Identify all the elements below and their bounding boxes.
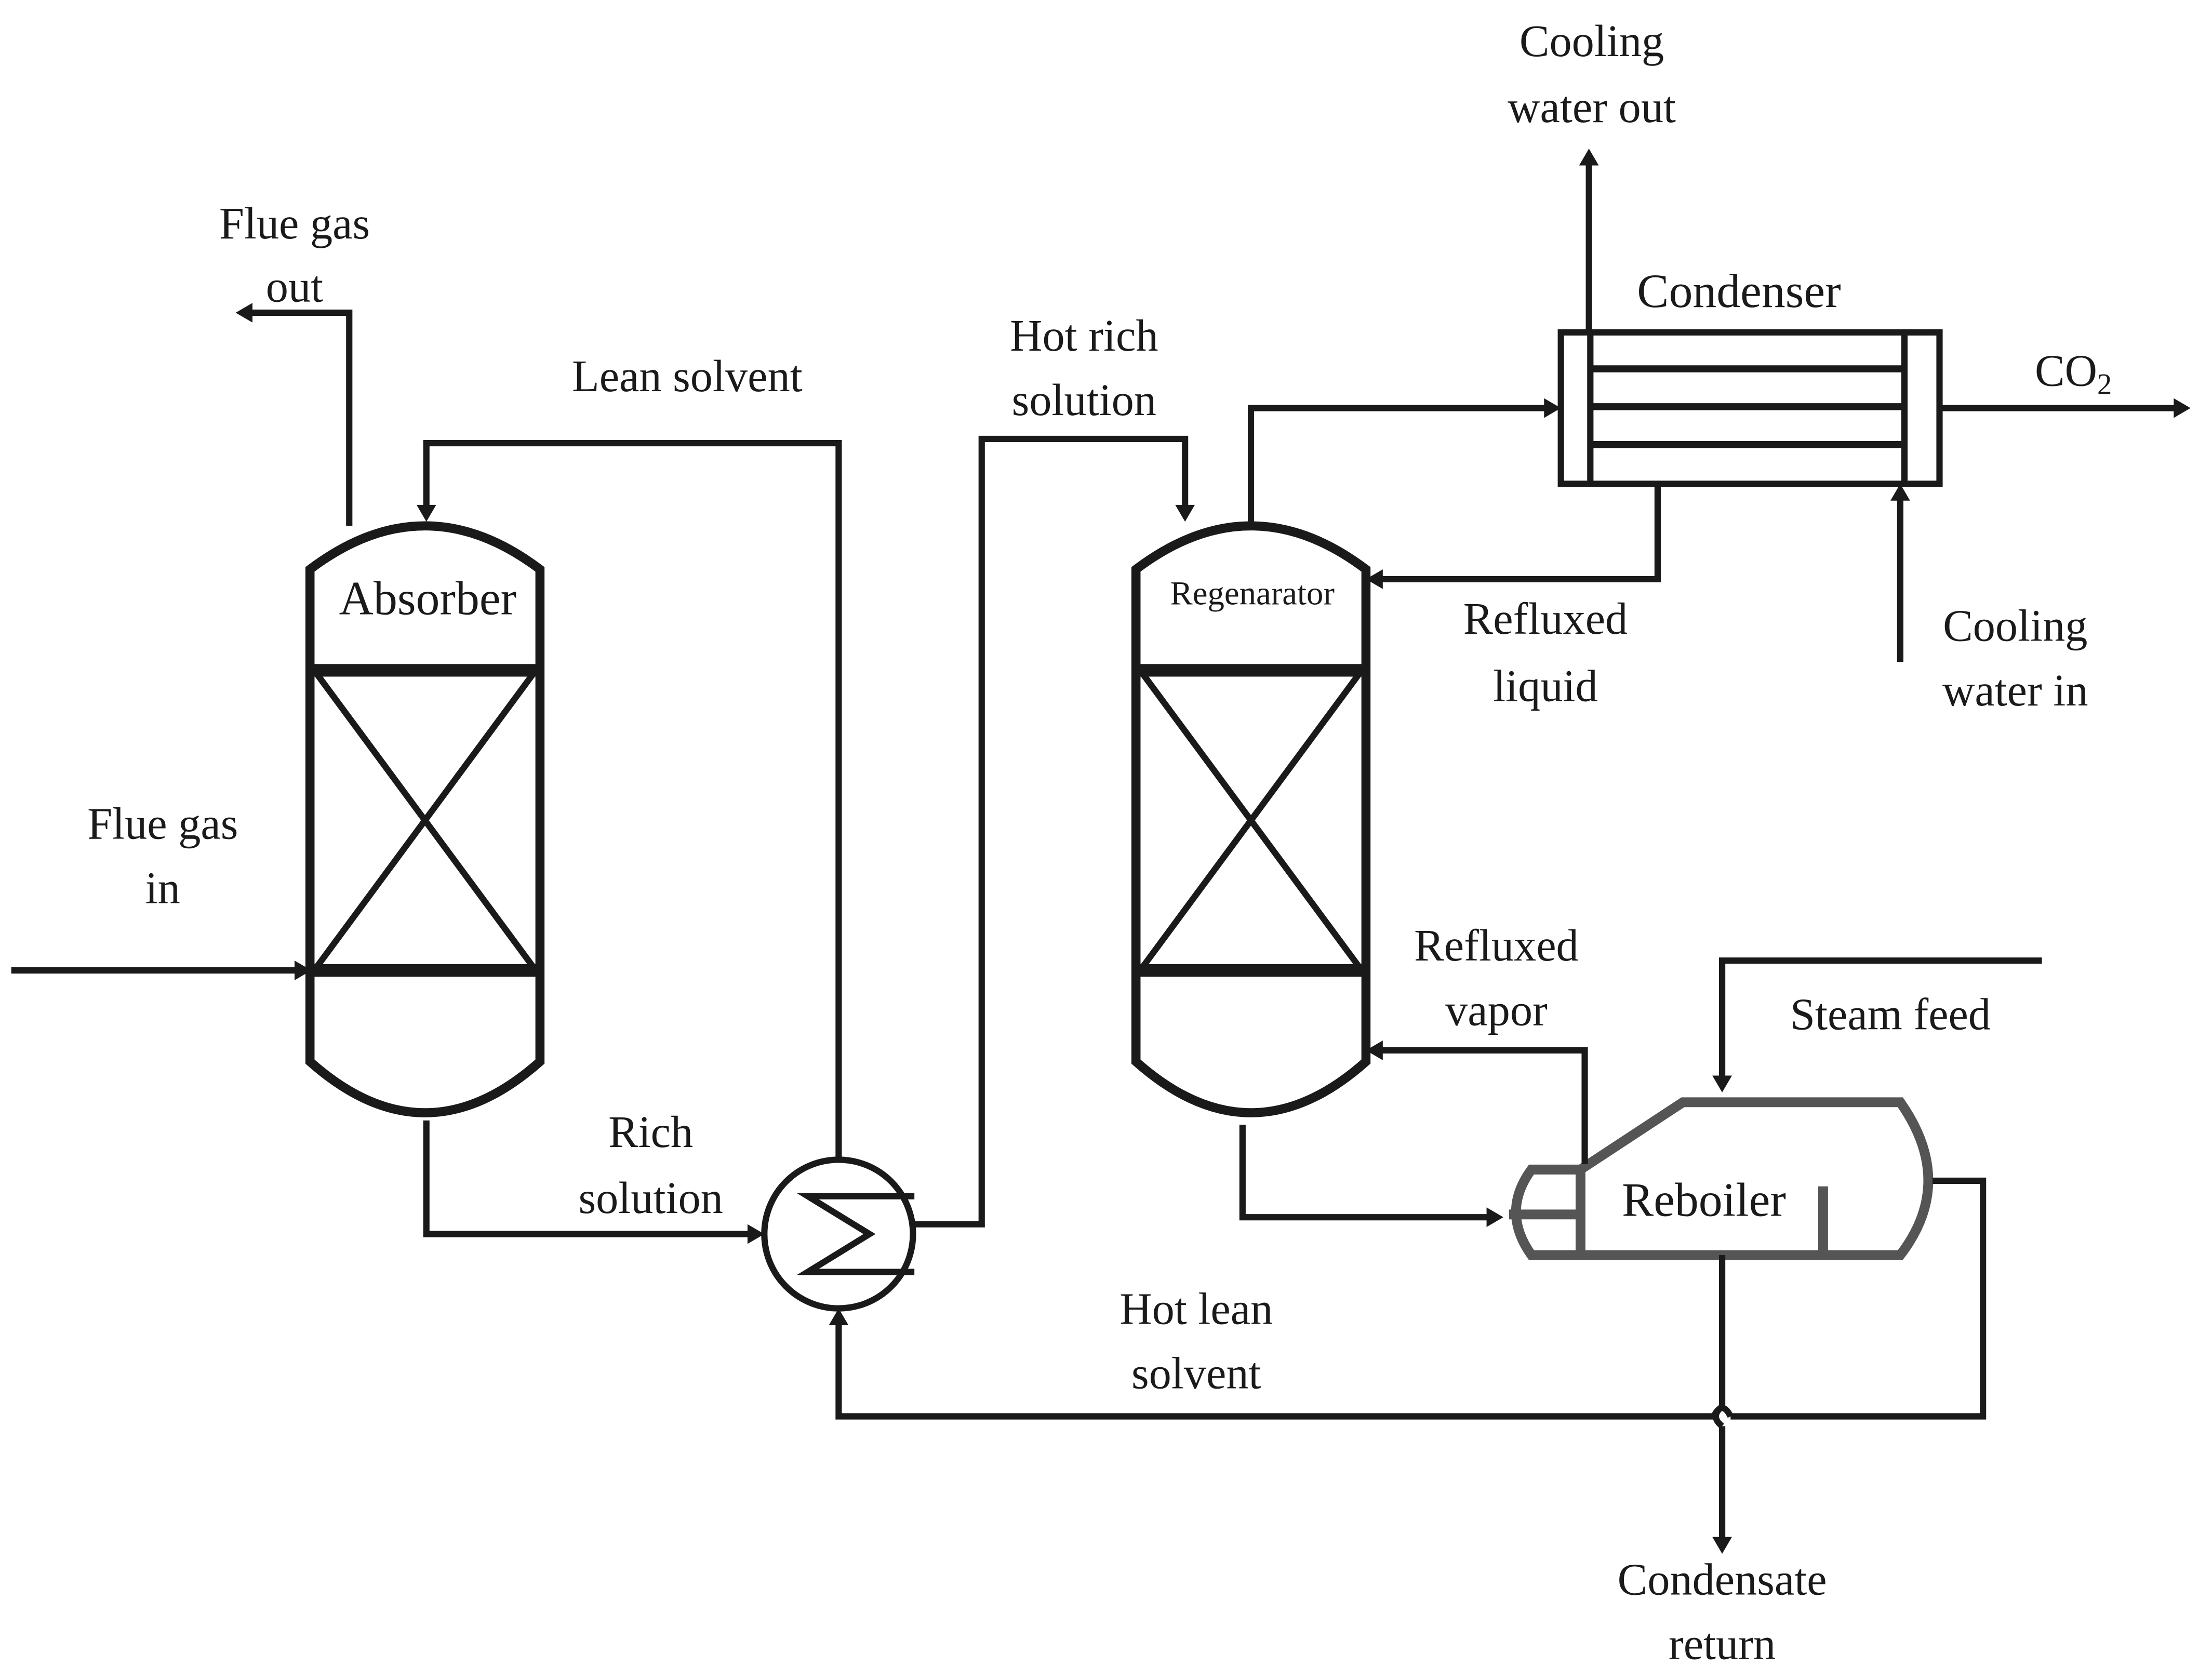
lean-solvent-line xyxy=(416,439,842,1160)
hot-rich-solution-line xyxy=(914,435,1195,1228)
condenser-label: Condenser xyxy=(1637,264,1841,317)
label-refluxed-liquid: Refluxed liquid xyxy=(1463,594,1628,711)
svg-text:solution: solution xyxy=(1012,375,1156,425)
hot-lean-solvent-line xyxy=(829,1177,1987,1420)
label-steam-feed: Steam feed xyxy=(1790,989,1991,1039)
label-rich-solution: Rich solution xyxy=(578,1107,723,1223)
regenerator-vapor-line xyxy=(1247,398,1561,525)
label-flue-gas-out: Flue gas out xyxy=(219,198,370,311)
steam-feed-line xyxy=(1712,957,2042,1092)
label-refluxed-vapor: Refluxed vapor xyxy=(1414,921,1579,1035)
svg-text:Flue gas: Flue gas xyxy=(87,798,238,848)
svg-text:Cooling: Cooling xyxy=(1943,601,2087,651)
svg-text:Rich: Rich xyxy=(608,1107,693,1157)
svg-text:solution: solution xyxy=(578,1173,723,1223)
svg-text:solvent: solvent xyxy=(1131,1349,1261,1398)
svg-text:Condensate: Condensate xyxy=(1618,1554,1827,1604)
label-cooling-water-out: Cooling water out xyxy=(1508,16,1676,132)
label-lean-solvent: Lean solvent xyxy=(572,351,803,401)
svg-text:Flue gas: Flue gas xyxy=(219,198,370,248)
svg-text:Refluxed: Refluxed xyxy=(1414,921,1579,970)
regenerator-label: Regenarator xyxy=(1170,575,1335,612)
label-hot-rich-solution: Hot rich solution xyxy=(1010,311,1158,425)
label-flue-gas-in: Flue gas in xyxy=(87,798,238,913)
svg-text:out: out xyxy=(266,261,323,311)
refluxed-liquid-line xyxy=(1366,484,1661,589)
co2-out-line xyxy=(1939,398,2191,418)
svg-text:in: in xyxy=(145,863,180,913)
label-condensate-return: Condensate return xyxy=(1618,1554,1827,1669)
label-co2: CO2 xyxy=(2035,345,2112,401)
absorber-column: Absorber xyxy=(305,521,545,1117)
svg-text:Lean solvent: Lean solvent xyxy=(572,351,803,401)
svg-text:Hot rich: Hot rich xyxy=(1010,311,1158,361)
svg-text:return: return xyxy=(1669,1619,1776,1669)
svg-text:water in: water in xyxy=(1942,665,2088,715)
absorber-label: Absorber xyxy=(339,571,516,624)
cooling-water-in-line xyxy=(1890,484,1910,662)
reboiler: Reboiler xyxy=(1509,1097,1934,1260)
regenerator-column: Regenarator xyxy=(1131,521,1371,1117)
cooling-water-out-line xyxy=(1579,149,1599,332)
condensate-return-line xyxy=(1712,1255,1732,1554)
regenerator-bottoms-line xyxy=(1239,1124,1503,1228)
svg-text:Cooling: Cooling xyxy=(1520,16,1664,66)
reboiler-label: Reboiler xyxy=(1622,1173,1786,1226)
label-cooling-water-in: Cooling water in xyxy=(1942,601,2088,715)
flue-gas-in-line xyxy=(11,961,312,980)
svg-text:Hot lean: Hot lean xyxy=(1120,1284,1273,1334)
refluxed-vapor-line xyxy=(1366,1041,1588,1164)
rich-solution-line xyxy=(423,1120,765,1244)
svg-text:liquid: liquid xyxy=(1493,661,1598,711)
svg-text:CO2: CO2 xyxy=(2035,345,2112,401)
flue-gas-out-line xyxy=(235,303,353,526)
condenser: Condenser xyxy=(1557,264,1943,487)
cross-heat-exchanger xyxy=(761,1156,916,1312)
svg-text:Steam feed: Steam feed xyxy=(1790,989,1991,1039)
label-hot-lean-solvent: Hot lean solvent xyxy=(1120,1284,1273,1398)
svg-text:Refluxed: Refluxed xyxy=(1463,594,1628,644)
svg-text:water out: water out xyxy=(1508,82,1676,132)
svg-text:vapor: vapor xyxy=(1445,985,1548,1035)
